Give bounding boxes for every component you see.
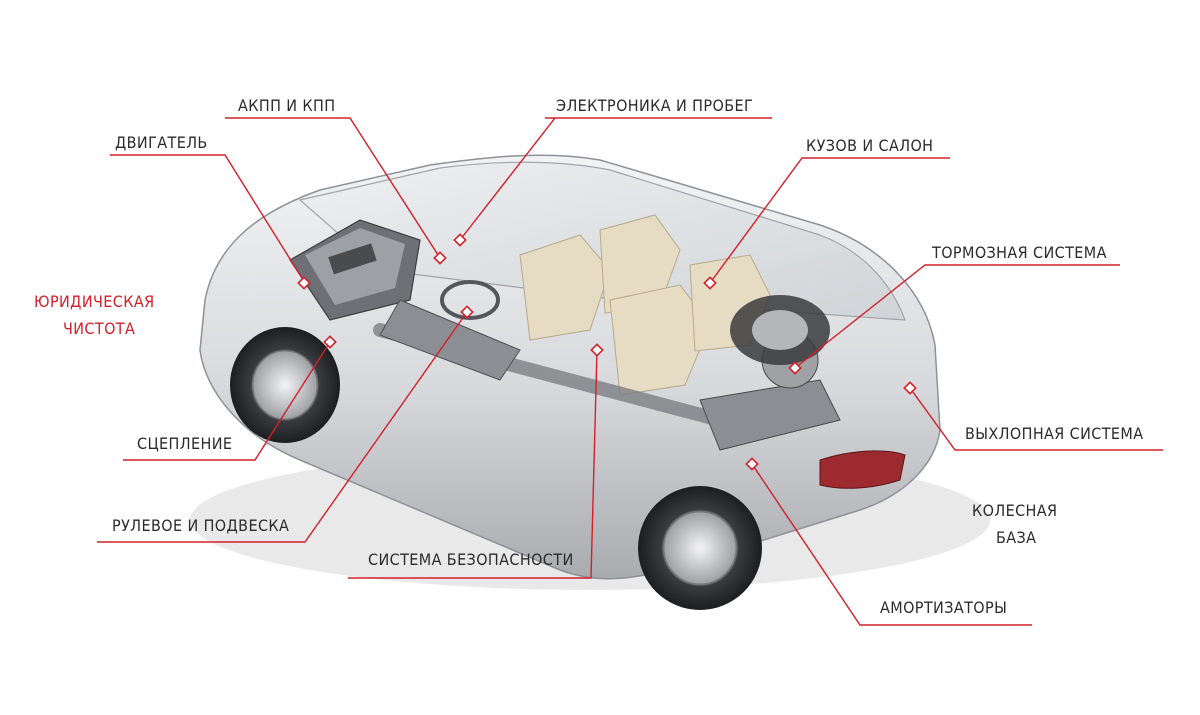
label-brakes: ТОРМОЗНАЯ СИСТЕМА <box>932 243 1107 262</box>
spare-wheel-trunk <box>730 295 830 365</box>
marker-steering <box>460 305 474 319</box>
marker-brakes <box>788 361 802 375</box>
marker-exhaust <box>903 381 917 395</box>
label-wheelbase-line1: Колесная <box>972 501 1058 520</box>
leader-lines <box>97 117 1163 626</box>
label-body-interior: КУЗОВ И САЛОН <box>806 136 934 155</box>
label-steering: РУЛЕВОЕ И ПОДВЕСКА <box>112 516 290 535</box>
label-legal-line1: ЮРИДИЧЕСКАЯ <box>34 292 155 311</box>
front-left-wheel <box>230 327 340 443</box>
label-shocks: АМОРТИЗАТОРЫ <box>880 598 1008 617</box>
label-exhaust: ВЫХЛОПНАЯ СИСТЕМА <box>965 424 1144 443</box>
marker-dots <box>297 233 917 471</box>
label-electronics: ЭЛЕКТРОНИКА И ПРОБЕГ <box>556 96 754 115</box>
label-safety: СИСТЕМА БЕЗОПАСНОСТИ <box>368 550 574 569</box>
label-engine: ДВИГАТЕЛЬ <box>115 133 208 152</box>
marker-shocks <box>745 457 759 471</box>
marker-gearbox <box>433 251 447 265</box>
steering-wheel <box>440 280 500 320</box>
label-legal-line2: ЧИСТОТА <box>63 319 136 338</box>
tail-light <box>819 450 906 489</box>
label-gearbox: АКПП И КПП <box>238 96 336 115</box>
marker-engine <box>297 276 311 290</box>
engine-block <box>289 219 421 321</box>
marker-safety <box>590 343 604 357</box>
label-clutch: СЦЕПЛЕНИЕ <box>137 434 233 453</box>
rear-left-wheel <box>638 486 762 610</box>
marker-body <box>703 276 717 290</box>
marker-electronics <box>453 233 467 247</box>
marker-clutch <box>323 335 337 349</box>
label-wheelbase-line2: база <box>996 528 1037 547</box>
